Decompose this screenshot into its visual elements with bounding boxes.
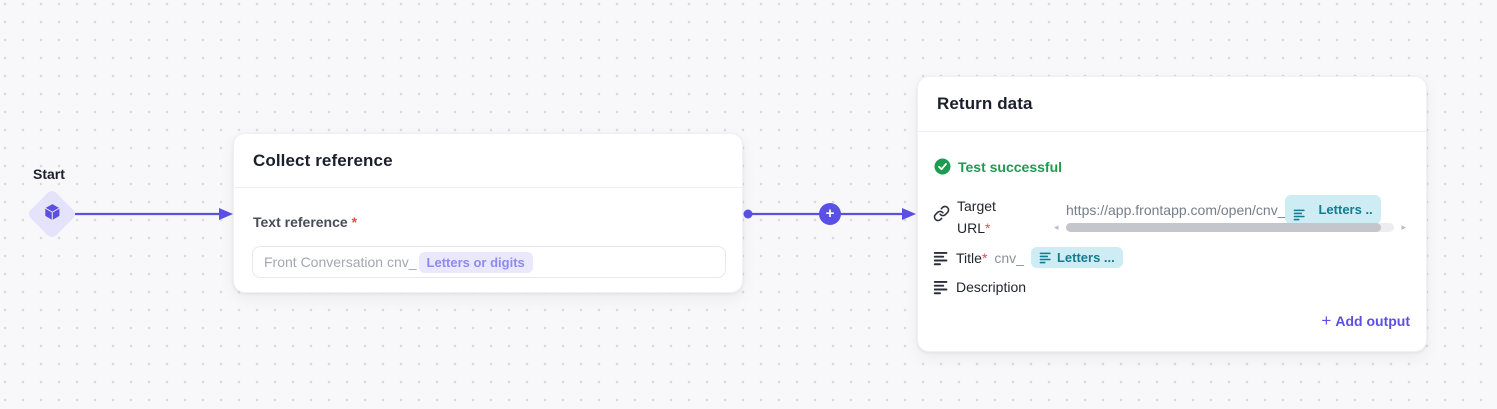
text-lines-icon: [933, 279, 949, 295]
start-node-label: Start: [33, 166, 65, 182]
check-circle-icon: [934, 158, 951, 175]
input-placeholder: Front Conversation cnv_: [264, 254, 417, 270]
title-label: Title*: [956, 249, 988, 266]
arrowhead-icon: [219, 208, 233, 220]
scroll-left-icon[interactable]: ◂: [1054, 222, 1059, 232]
required-asterisk: *: [985, 220, 991, 236]
scroll-right-icon[interactable]: ▸: [1401, 222, 1406, 232]
text-lines-icon: [933, 250, 949, 266]
test-status: Test successful: [934, 158, 1062, 175]
target-url-row: Target URL* https://app.frontapp.com/ope…: [933, 195, 1381, 239]
text-reference-input[interactable]: Front Conversation cnv_ Letters or digit…: [252, 246, 726, 278]
target-url-chip[interactable]: Letters ..: [1285, 195, 1381, 224]
link-icon: [933, 205, 950, 239]
scrollbar-thumb[interactable]: [1065, 222, 1382, 232]
text-reference-label: Text reference *: [253, 214, 358, 230]
target-url-text: https://app.frontapp.com/open/cnv_: [1066, 201, 1286, 218]
title-row: Title* cnv_ Letters ...: [933, 247, 1123, 268]
letters-or-digits-chip[interactable]: Letters or digits: [418, 251, 533, 273]
collect-reference-node[interactable]: Collect reference Text reference * Front…: [233, 133, 743, 293]
collect-card-title: Collect reference: [234, 134, 742, 188]
description-row: Description: [933, 279, 1026, 295]
text-lines-icon: [1293, 208, 1306, 221]
add-output-button[interactable]: + Add output: [1321, 311, 1410, 330]
edge-origin-dot: [743, 209, 753, 219]
insert-step-button[interactable]: +: [819, 203, 841, 225]
target-url-scrollbar[interactable]: ◂ ▸: [1054, 222, 1406, 232]
scrollbar-track[interactable]: [1065, 222, 1395, 232]
required-asterisk: *: [351, 214, 358, 230]
start-node[interactable]: [26, 188, 78, 240]
title-chip[interactable]: Letters ...: [1030, 247, 1123, 268]
required-asterisk: *: [981, 249, 988, 266]
description-label: Description: [956, 279, 1027, 295]
return-data-node[interactable]: Return data Test successful Target URL* …: [917, 76, 1427, 352]
return-card-title: Return data: [918, 77, 1426, 132]
text-lines-icon: [1039, 251, 1052, 264]
plus-icon: +: [1321, 311, 1332, 330]
title-value: cnv_: [994, 249, 1024, 266]
target-url-label: Target URL*: [957, 198, 996, 236]
test-status-label: Test successful: [958, 158, 1063, 175]
arrowhead-icon: [902, 208, 916, 220]
edge-start-to-collect: [75, 208, 233, 220]
cube-icon: [43, 202, 62, 226]
target-url-value[interactable]: https://app.frontapp.com/open/cnv_ Lette…: [1066, 195, 1426, 224]
